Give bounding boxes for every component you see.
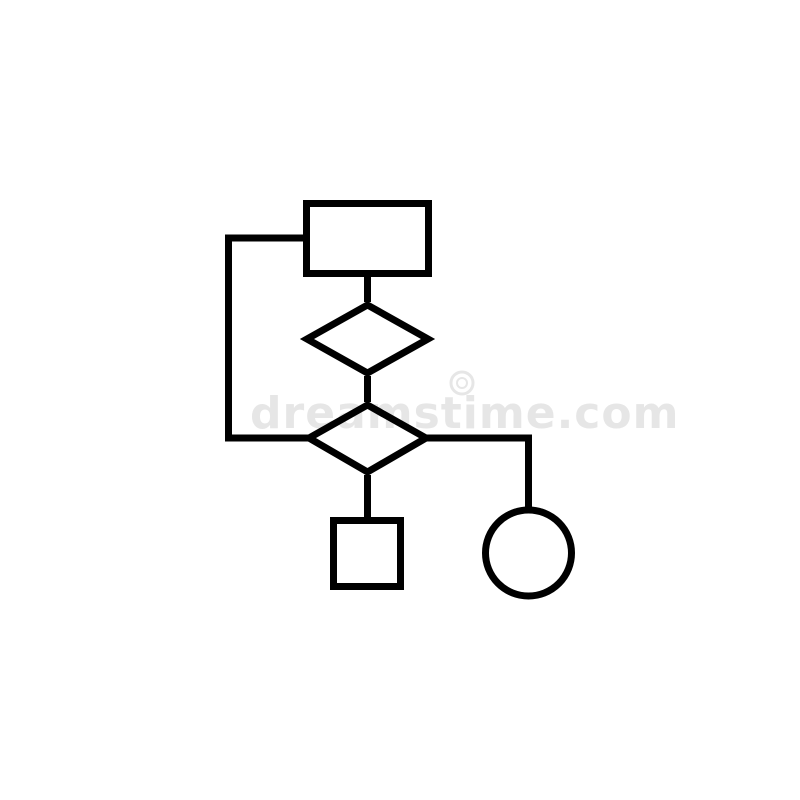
process-square — [330, 517, 404, 590]
flowchart-shapes — [225, 200, 575, 600]
decision-diamond-bottom — [301, 400, 434, 477]
decision-diamond-top — [299, 300, 436, 378]
terminal-circle — [482, 506, 575, 600]
loop-back-connector — [225, 234, 309, 442]
watermark-logo-outer — [449, 370, 475, 396]
watermark-logo-inner — [456, 377, 468, 389]
watermark: dreamstime.com — [250, 370, 678, 439]
connector-to-terminal — [426, 434, 532, 510]
process-rectangle — [303, 200, 432, 277]
